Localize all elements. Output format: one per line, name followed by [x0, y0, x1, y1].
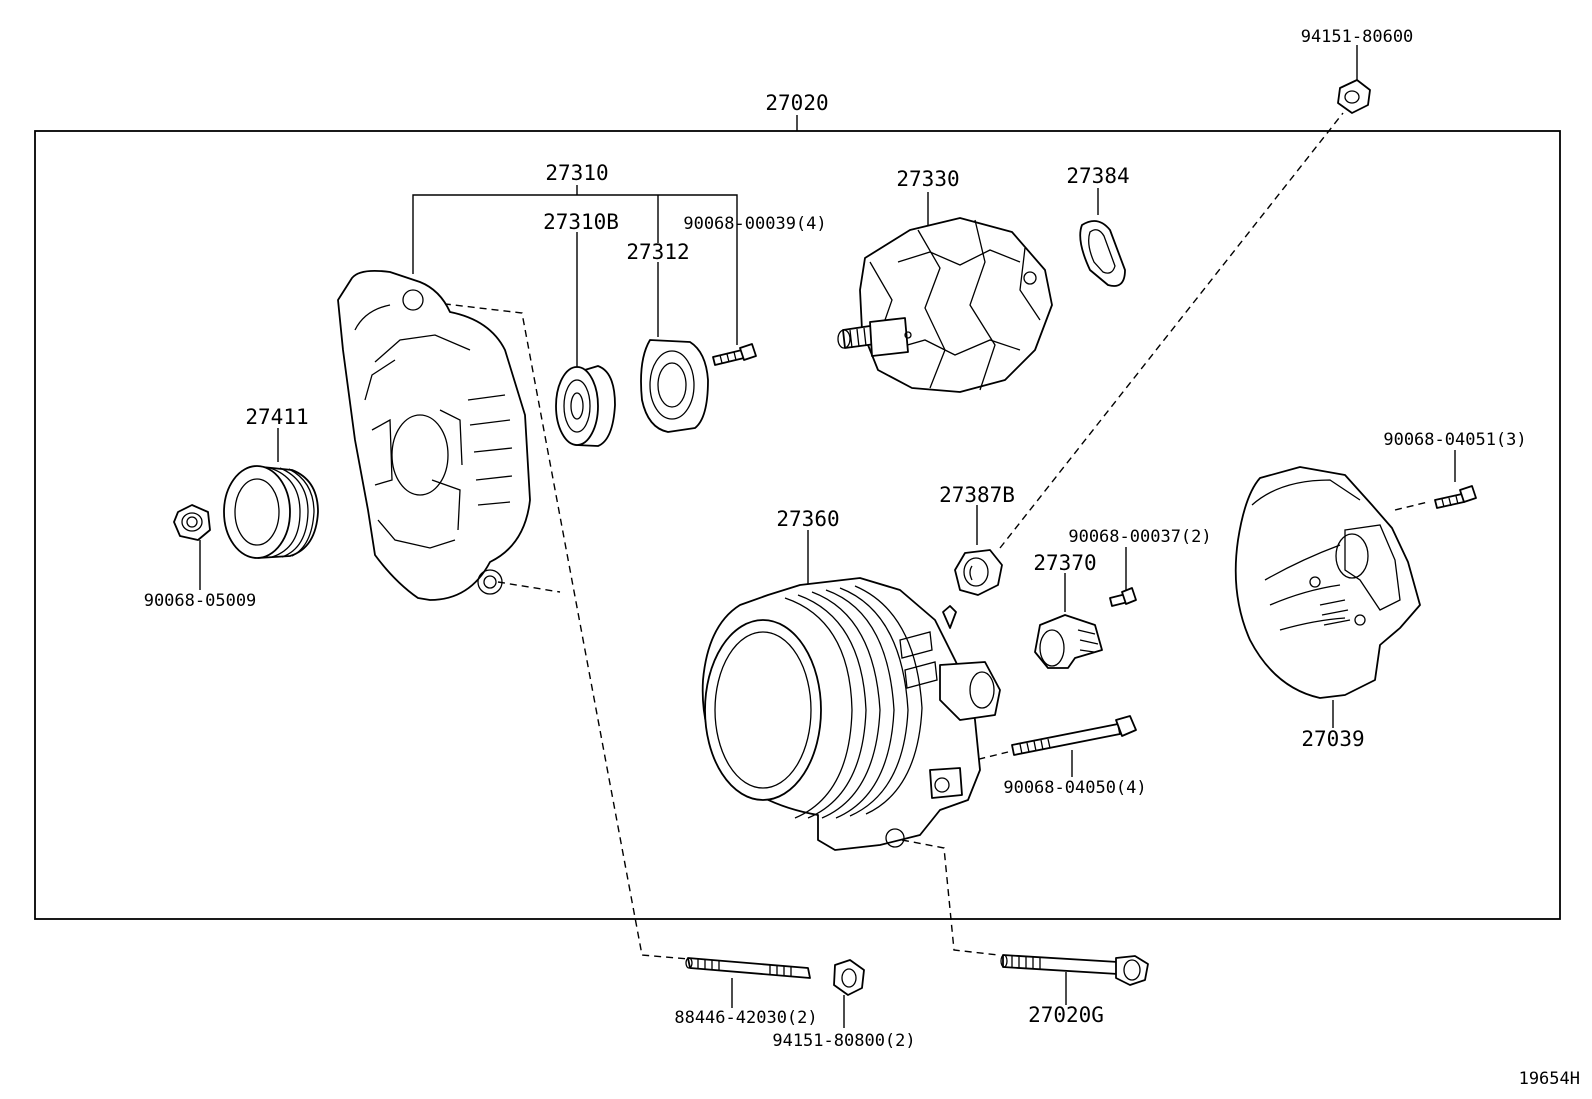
- label-retainer-plate: 27312: [626, 240, 689, 264]
- stud-bolt-icon: [685, 957, 811, 979]
- retainer-plate-icon: [640, 339, 709, 433]
- label-mount-bolt: 27020G: [1028, 1003, 1104, 1027]
- insulator-icon: [954, 549, 1003, 596]
- label-insulator: 27387B: [939, 483, 1015, 507]
- label-through-bolt: 90068-04050(4): [1003, 778, 1146, 798]
- rotor-icon: [837, 217, 1053, 393]
- end-cover-icon: [1234, 466, 1421, 699]
- cover-screw-icon: [1434, 485, 1477, 509]
- part-labels: 27020 27310 27310B 27312 90068-00039(4) …: [144, 27, 1580, 1089]
- brush-holder-icon: [1034, 614, 1103, 669]
- label-regulator-screw: 90068-00037(2): [1068, 527, 1211, 547]
- label-screw-retainer: 90068-00039(4): [683, 214, 826, 234]
- label-stud-bolt: 88446-42030(2): [674, 1008, 817, 1028]
- front-bearing-icon: [555, 365, 616, 447]
- label-cap-nut-top: 94151-80600: [1301, 27, 1414, 47]
- rectifier-end-frame-icon: [701, 577, 1001, 851]
- drive-end-frame-icon: [337, 269, 531, 601]
- retainer-screw-icon: [712, 343, 757, 366]
- stud-nut-icon: [833, 959, 865, 996]
- label-rectifier-end-frame: 27360: [776, 507, 839, 531]
- label-brush-holder: 27370: [1033, 551, 1096, 575]
- label-pulley-nut: 90068-05009: [144, 591, 257, 611]
- label-illustration-number: 19654H: [1519, 1069, 1580, 1089]
- pulley-nut-icon: [173, 504, 211, 541]
- regulator-screw-icon: [1109, 587, 1137, 607]
- cap-nut-top-icon: [1337, 79, 1371, 114]
- label-bearing-front: 27310B: [543, 210, 619, 234]
- pulley-icon: [223, 465, 319, 559]
- mount-bolt-icon: [1000, 954, 1149, 986]
- label-stud-nut: 94151-80800(2): [772, 1031, 915, 1051]
- label-assembly: 27020: [765, 91, 828, 115]
- label-bearing-rear-ring: 27384: [1066, 164, 1129, 188]
- label-frame-drive: 27310: [545, 161, 608, 185]
- leader-lines: [199, 45, 1456, 1028]
- assembly-dash-lines: [419, 112, 1429, 961]
- label-pulley: 27411: [245, 405, 308, 429]
- label-cover-screw: 90068-04051(3): [1383, 430, 1526, 450]
- label-rotor: 27330: [896, 167, 959, 191]
- label-end-cover: 27039: [1301, 727, 1364, 751]
- rear-bearing-ring-icon: [1079, 220, 1126, 287]
- through-bolt-icon: [1011, 715, 1137, 756]
